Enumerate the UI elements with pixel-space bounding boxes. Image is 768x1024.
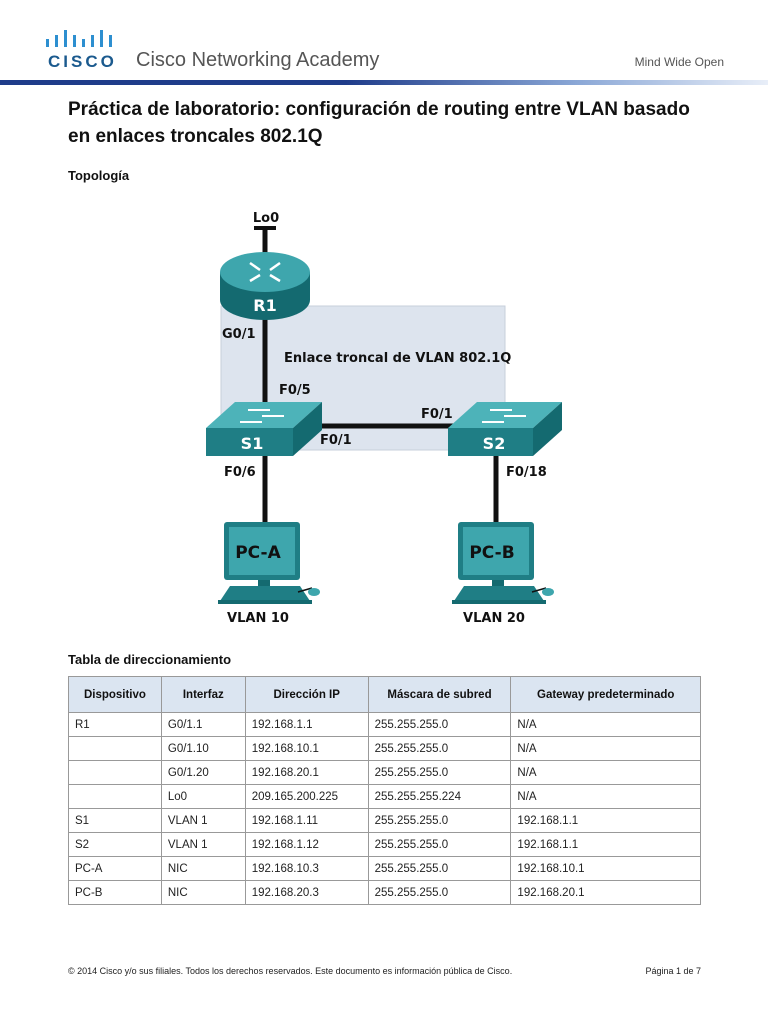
table-cell: 192.168.1.1	[510, 808, 701, 833]
router-port-label: G0/1	[222, 327, 256, 342]
tagline: Mind Wide Open	[634, 55, 724, 69]
table-row: PC-B NIC 192.168.20.3 255.255.255.0 192.…	[68, 880, 701, 905]
addressing-heading: Tabla de direccionamiento	[68, 652, 232, 667]
column-header: Dispositivo	[68, 676, 162, 713]
switch-s2-label: S2	[483, 434, 506, 453]
table-cell: 255.255.255.0	[367, 880, 512, 905]
trunk-label: Enlace troncal de VLAN 802.1Q	[284, 351, 511, 366]
table-cell: G0/1.1	[160, 712, 246, 737]
s2-port-left-label: F0/1	[421, 407, 453, 422]
table-cell: 192.168.20.1	[510, 880, 701, 905]
table-cell: 192.168.20.3	[244, 880, 369, 905]
table-cell: 255.255.255.0	[367, 808, 512, 833]
table-cell: S1	[68, 808, 162, 833]
s1-port-up-label: F0/5	[279, 383, 311, 398]
table-row: PC-A NIC 192.168.10.3 255.255.255.0 192.…	[68, 856, 701, 881]
router-label: R1	[253, 296, 276, 315]
table-cell: 192.168.10.1	[244, 736, 369, 761]
table-cell: 255.255.255.0	[367, 760, 512, 785]
page-number: Página 1 de 7	[645, 966, 701, 976]
router-icon	[220, 252, 310, 320]
table-cell: 192.168.1.1	[510, 832, 701, 857]
table-row: S1 VLAN 1 192.168.1.11 255.255.255.0 192…	[68, 808, 701, 833]
table-row: G0/1.20 192.168.20.1 255.255.255.0 N/A	[68, 760, 701, 785]
table-row: G0/1.10 192.168.10.1 255.255.255.0 N/A	[68, 736, 701, 761]
copyright-text: © 2014 Cisco y/o sus filiales. Todos los…	[68, 966, 513, 976]
switch-s1-label: S1	[241, 434, 264, 453]
column-header: Máscara de subred	[367, 676, 512, 713]
column-header: Dirección IP	[244, 676, 369, 713]
table-cell: N/A	[510, 736, 701, 761]
table-cell: PC-A	[68, 856, 162, 881]
table-cell: NIC	[160, 880, 246, 905]
page-header: CISCO Cisco Networking Academy Mind Wide…	[0, 0, 768, 86]
cisco-wordmark: CISCO	[48, 52, 117, 71]
table-cell: G0/1.20	[160, 760, 246, 785]
table-cell: NIC	[160, 856, 246, 881]
table-cell: S2	[68, 832, 162, 857]
pc-b-label: PC-B	[469, 543, 514, 563]
table-cell: G0/1.10	[160, 736, 246, 761]
table-cell: 255.255.255.0	[367, 856, 512, 881]
table-row: Lo0 209.165.200.225 255.255.255.224 N/A	[68, 784, 701, 809]
table-cell: 255.255.255.0	[367, 712, 512, 737]
table-row: R1 G0/1.1 192.168.1.1 255.255.255.0 N/A	[68, 712, 701, 737]
s2-port-down-label: F0/18	[506, 465, 547, 480]
table-cell	[68, 760, 162, 785]
table-row: S2 VLAN 1 192.168.1.12 255.255.255.0 192…	[68, 832, 701, 857]
table-cell: 255.255.255.224	[367, 784, 512, 809]
s1-port-down-label: F0/6	[224, 465, 256, 480]
column-header: Gateway predeterminado	[510, 676, 701, 713]
switch-s2-icon	[448, 402, 562, 456]
table-cell	[68, 784, 162, 809]
table-cell	[68, 736, 162, 761]
table-cell: VLAN 1	[160, 808, 246, 833]
table-cell: Lo0	[160, 784, 246, 809]
pc-a-icon	[218, 522, 320, 604]
addressing-table: Dispositivo Interfaz Dirección IP Máscar…	[68, 676, 701, 905]
s1-port-right-label: F0/1	[320, 433, 352, 448]
page-footer: © 2014 Cisco y/o sus filiales. Todos los…	[68, 966, 701, 976]
table-cell: 192.168.20.1	[244, 760, 369, 785]
topology-diagram: R1 S1 S2	[0, 190, 768, 630]
table-cell: 192.168.1.1	[244, 712, 369, 737]
header-rule	[0, 80, 768, 85]
pc-b-icon	[452, 522, 554, 604]
table-cell: 192.168.10.1	[510, 856, 701, 881]
table-cell: VLAN 1	[160, 832, 246, 857]
topology-heading: Topología	[68, 168, 130, 183]
column-header: Interfaz	[160, 676, 246, 713]
cisco-logo-icon	[46, 30, 112, 47]
table-cell: N/A	[510, 712, 701, 737]
vlan-b-label: VLAN 20	[463, 611, 525, 626]
table-cell: R1	[68, 712, 162, 737]
page-title: Práctica de laboratorio: configuración d…	[68, 99, 690, 147]
academy-name: Cisco Networking Academy	[136, 49, 380, 71]
table-cell: 255.255.255.0	[367, 736, 512, 761]
pc-a-label: PC-A	[235, 543, 281, 563]
table-cell: 192.168.1.12	[244, 832, 369, 857]
loopback-label: Lo0	[253, 211, 279, 226]
table-cell: 192.168.1.11	[244, 808, 369, 833]
table-cell: N/A	[510, 784, 701, 809]
table-cell: 255.255.255.0	[367, 832, 512, 857]
table-cell: 209.165.200.225	[244, 784, 369, 809]
switch-s1-icon	[206, 402, 322, 456]
table-header-row: Dispositivo Interfaz Dirección IP Máscar…	[68, 676, 701, 713]
table-cell: N/A	[510, 760, 701, 785]
vlan-a-label: VLAN 10	[227, 611, 289, 626]
table-cell: 192.168.10.3	[244, 856, 369, 881]
table-cell: PC-B	[68, 880, 162, 905]
